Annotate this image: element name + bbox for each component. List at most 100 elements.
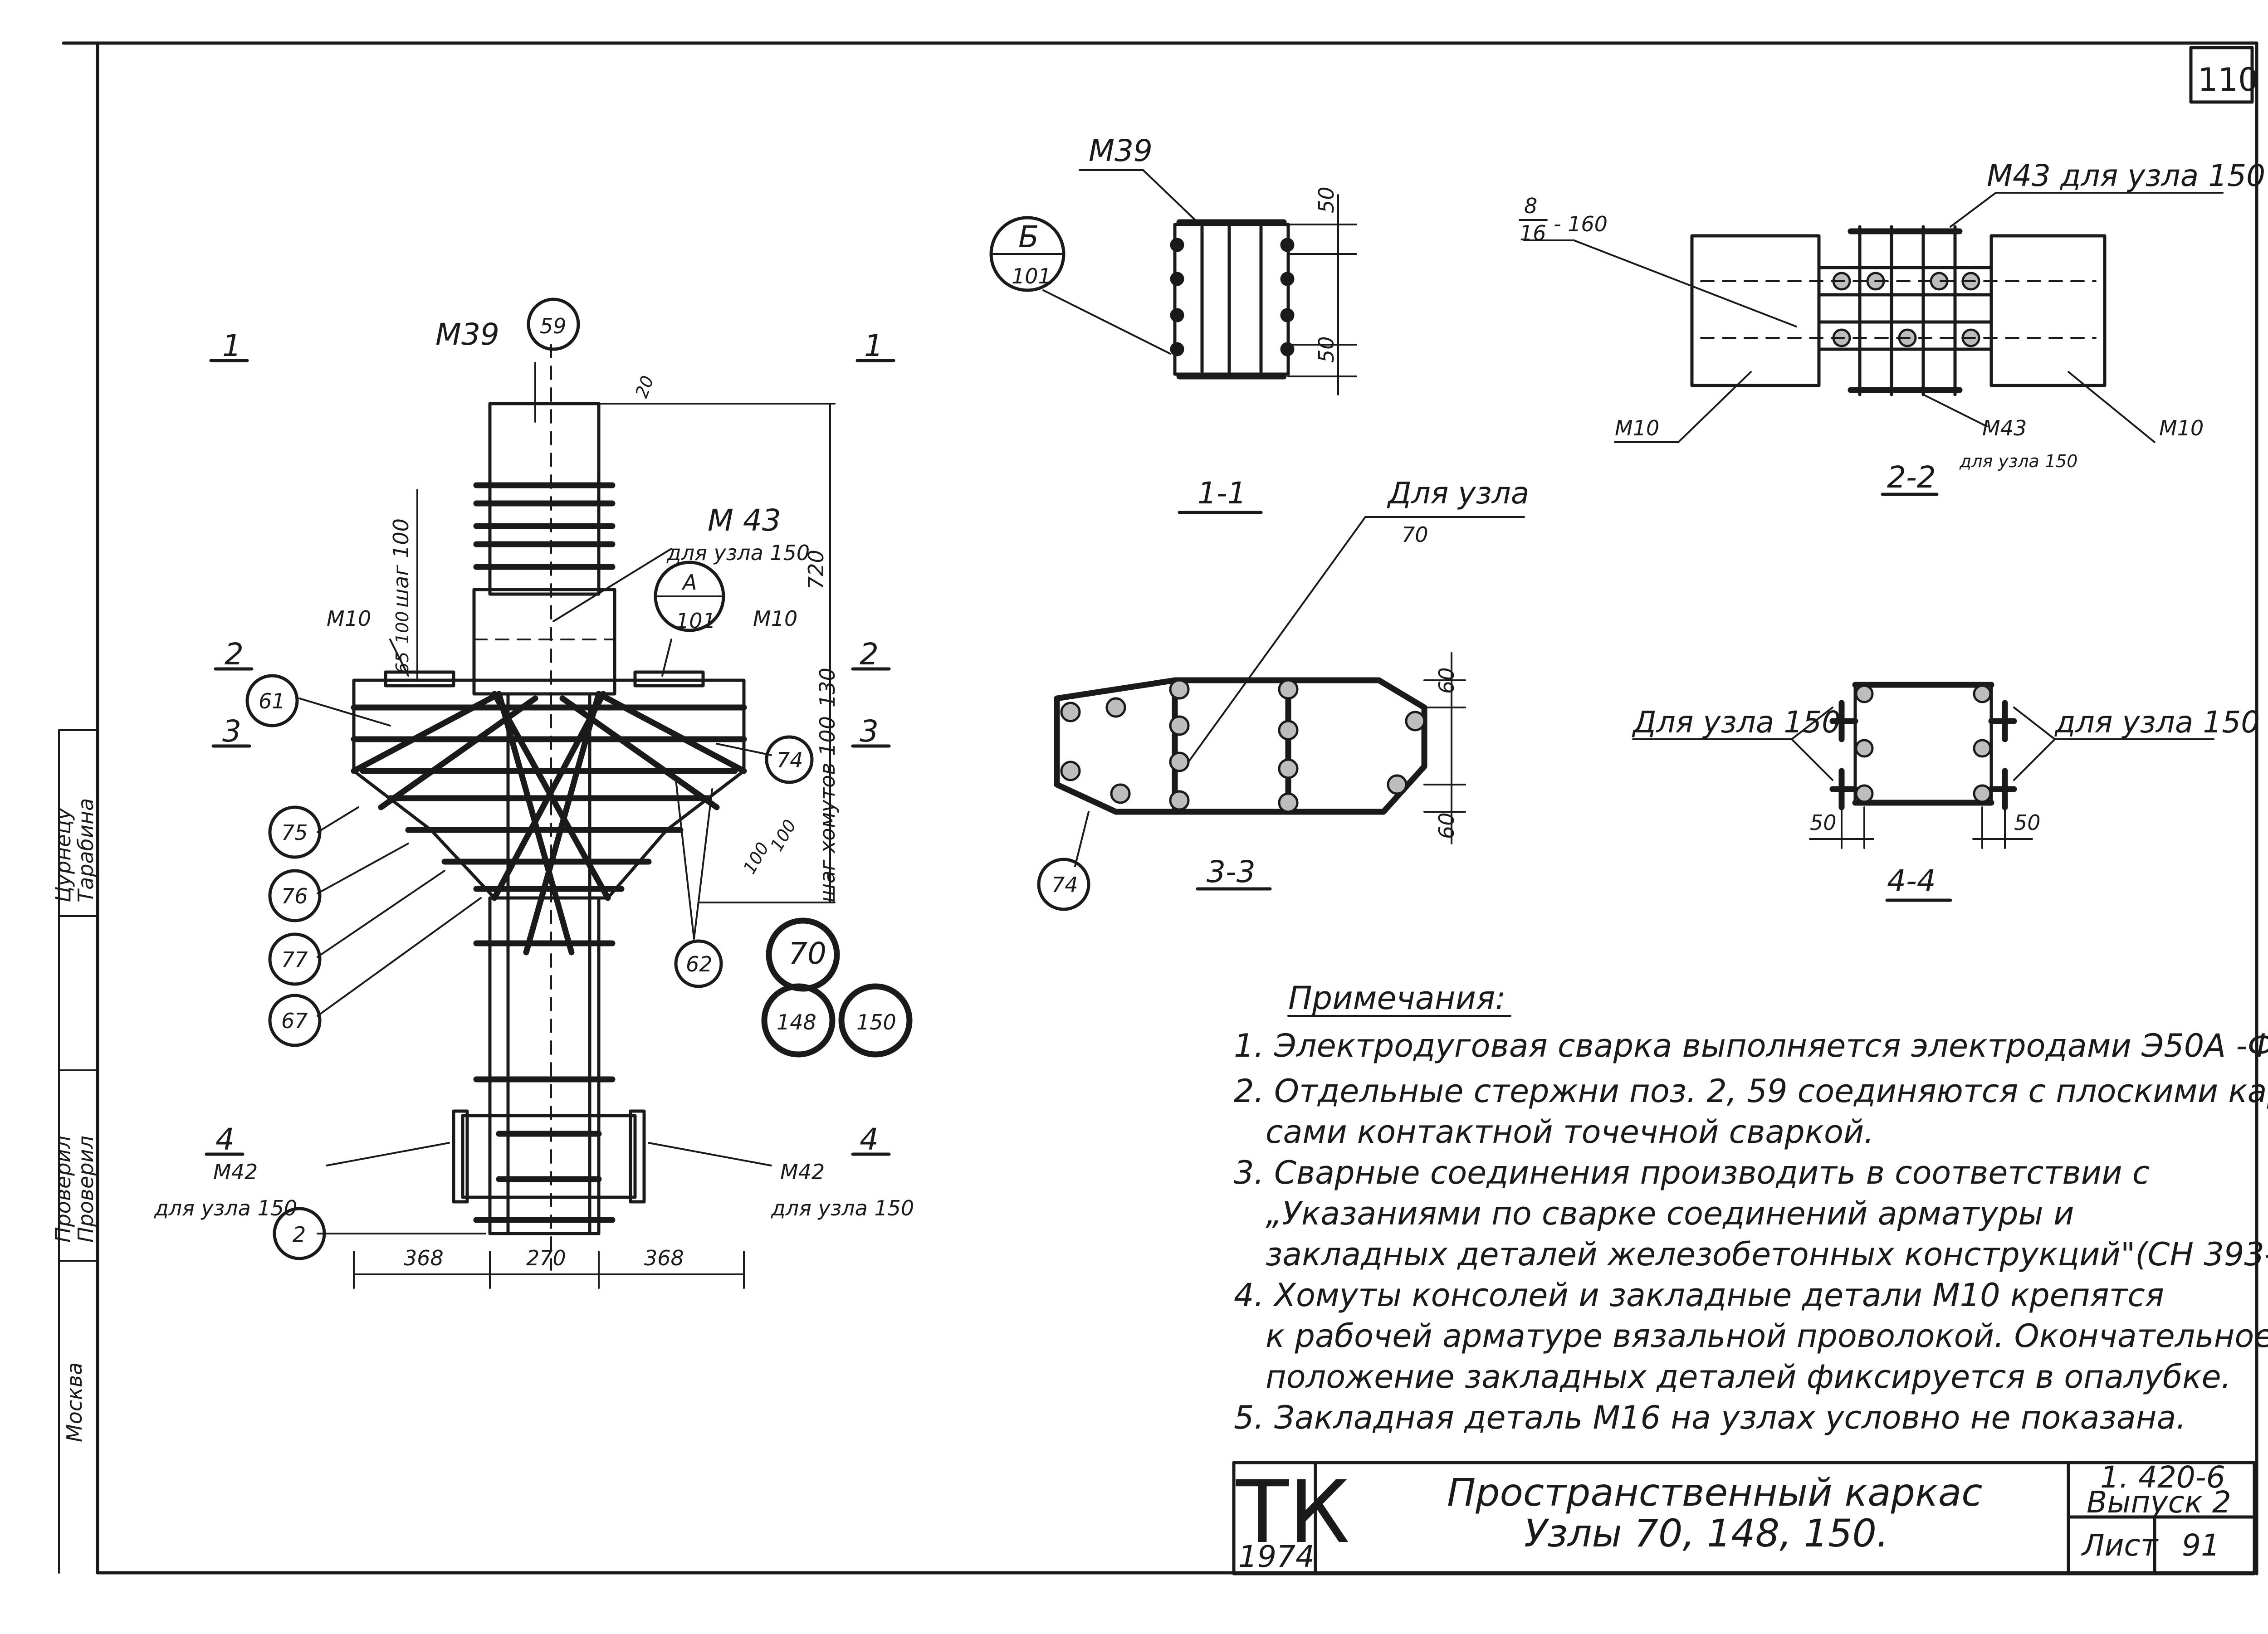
mark-m42-right-sub: для узла 150 (771, 1196, 914, 1220)
s2-mark-m43-top: М43 для узла 150 (1987, 158, 2265, 193)
title-sheet-label: Лист (2081, 1528, 2159, 1563)
callout-61 (245, 674, 299, 727)
note-line-2: 2. Отдельные стержни поз. 2, 59 соединяю… (1234, 1073, 2268, 1110)
mark-m42-left-sub: для узла 150 (154, 1196, 297, 1220)
dim-stirrup-step: шаг хомутов 100 (815, 716, 840, 902)
section-mark-3-left: 3 (222, 714, 241, 749)
mark-m42-left: М42 (213, 1160, 258, 1184)
note-line-8: к рабочей арматуре вязальной проволокой.… (1266, 1317, 2268, 1355)
node-150: 150 (856, 1010, 896, 1034)
s4-label-right: для узла 150 (2054, 705, 2260, 740)
console-bars (351, 691, 747, 956)
section-4-4 (1632, 682, 2214, 902)
section-2-2 (1523, 192, 2224, 496)
callout-A-101: 101 (676, 609, 716, 633)
title-line-2: Узлы 70, 148, 150. (1524, 1511, 1889, 1556)
side-name-2: Тарабина (73, 798, 98, 902)
pos-75: 75 (281, 820, 308, 845)
note-line-10: 5. Закладная деталь М16 на узлах условно… (1234, 1399, 2186, 1436)
mark-59: 59 (540, 314, 567, 338)
dim-100-a: 100 (392, 611, 412, 644)
title-block (1232, 1461, 2256, 1575)
s3-label-num: 70 (1402, 522, 1428, 547)
s2-mark-m43-mid: М43 (1982, 416, 2027, 440)
section-3-3-caption: 3-3 (1207, 854, 1256, 889)
s1-callout-B: Б (1018, 219, 1039, 254)
callout-150 (838, 983, 913, 1058)
sheet-number-top: 110 (2198, 61, 2258, 98)
s4-dim-50-left: 50 (1810, 810, 1837, 835)
pos-74: 74 (777, 748, 803, 772)
pos-62: 62 (686, 952, 713, 976)
pos-76: 76 (281, 884, 308, 908)
pos-67: 67 (281, 1009, 308, 1033)
pos-77: 77 (281, 947, 308, 972)
dim-step-100: шаг 100 (389, 518, 413, 608)
section-mark-3-right: 3 (860, 714, 879, 749)
mark-m10-left: М10 (327, 606, 371, 631)
s2-fraction-tail: - 160 (1554, 212, 1608, 236)
callout-74-s3 (1037, 858, 1090, 911)
main-view (205, 344, 895, 1289)
callout-148 (761, 983, 836, 1058)
s3-dim-60-bot: 60 (1434, 812, 1459, 839)
callout-A: А (681, 570, 697, 595)
note-line-4: 3. Сварные соединения производить в соот… (1234, 1154, 2150, 1191)
callout-67 (268, 994, 322, 1047)
note-line-9: положение закладных деталей фиксируется … (1266, 1358, 2231, 1395)
side-name-1: Цурнецу (51, 807, 75, 902)
dim-368-left: 368 (404, 1246, 444, 1270)
lower-stirrups (473, 940, 616, 1223)
callout-A101 (654, 561, 725, 632)
s2-fraction-top: 8 (1524, 194, 1537, 218)
title-issue: Выпуск 2 (2087, 1485, 2231, 1520)
sheet-frame (58, 41, 2258, 1575)
pos-2: 2 (293, 1222, 306, 1247)
s1-dim-50-top: 50 (1314, 186, 1339, 213)
title-sheet-number: 91 (2182, 1528, 2220, 1563)
mark-m43: М 43 (708, 503, 781, 538)
callout-74-main (765, 735, 814, 784)
dim-720: 720 (804, 550, 828, 590)
mark-m39: М39 (435, 317, 499, 352)
title-year: 1974 (1238, 1539, 1315, 1574)
section-mark-2-left: 2 (225, 637, 244, 672)
section-mark-2-right: 2 (860, 637, 879, 672)
callout-77 (268, 932, 322, 986)
title-line-1: Пространственный каркас (1447, 1470, 1982, 1515)
s1-dim-50-bot: 50 (1314, 336, 1339, 363)
note-line-1: 1. Электродуговая сварка выполняется эле… (1234, 1027, 2268, 1064)
section-4-4-caption: 4-4 (1887, 863, 1936, 898)
title-series: 1. 420-6 (2100, 1460, 2225, 1495)
s3-dim-60-top: 60 (1434, 667, 1459, 694)
callout-62 (674, 939, 723, 988)
callout-2 (273, 1207, 326, 1260)
note-line-5: „Указаниями по сварке соединений арматур… (1266, 1195, 2074, 1232)
dim-20: 20 (631, 373, 658, 400)
side-stamp-3: Москва (62, 1362, 87, 1442)
section-mark-4-left: 4 (215, 1122, 235, 1157)
callout-75 (268, 805, 322, 859)
node-70: 70 (788, 936, 826, 971)
dim-368-right: 368 (644, 1246, 684, 1270)
s2-fraction-bot: 16 (1520, 221, 1546, 245)
dim-270: 270 (526, 1246, 566, 1270)
section-mark-4-right: 4 (860, 1122, 879, 1157)
node-148: 148 (777, 1010, 816, 1034)
s2-mark-m43-mid-sub: для узла 150 (1959, 451, 2077, 471)
side-stamp-2: Проверил (73, 1136, 98, 1243)
section-mark-1-left: 1 (222, 328, 241, 363)
section-1-1-caption: 1-1 (1198, 476, 1246, 511)
callout-B101 (989, 216, 1066, 292)
note-line-6: закладных деталей железобетонных констру… (1266, 1236, 2268, 1273)
callout-76 (268, 869, 322, 922)
section-3-3 (1054, 516, 1525, 891)
s4-label-left: Для узла 150 (1632, 705, 1841, 740)
dim-130: 130 (815, 668, 840, 707)
s4-dim-50-right: 50 (2014, 810, 2041, 835)
dim-65: 65 (392, 652, 412, 673)
note-line-3: сами контактной точечной сваркой. (1266, 1113, 1874, 1151)
mark-m42-right: М42 (780, 1160, 825, 1184)
s1-mark-m39: М39 (1089, 133, 1153, 168)
section-1-1 (1042, 169, 1357, 514)
